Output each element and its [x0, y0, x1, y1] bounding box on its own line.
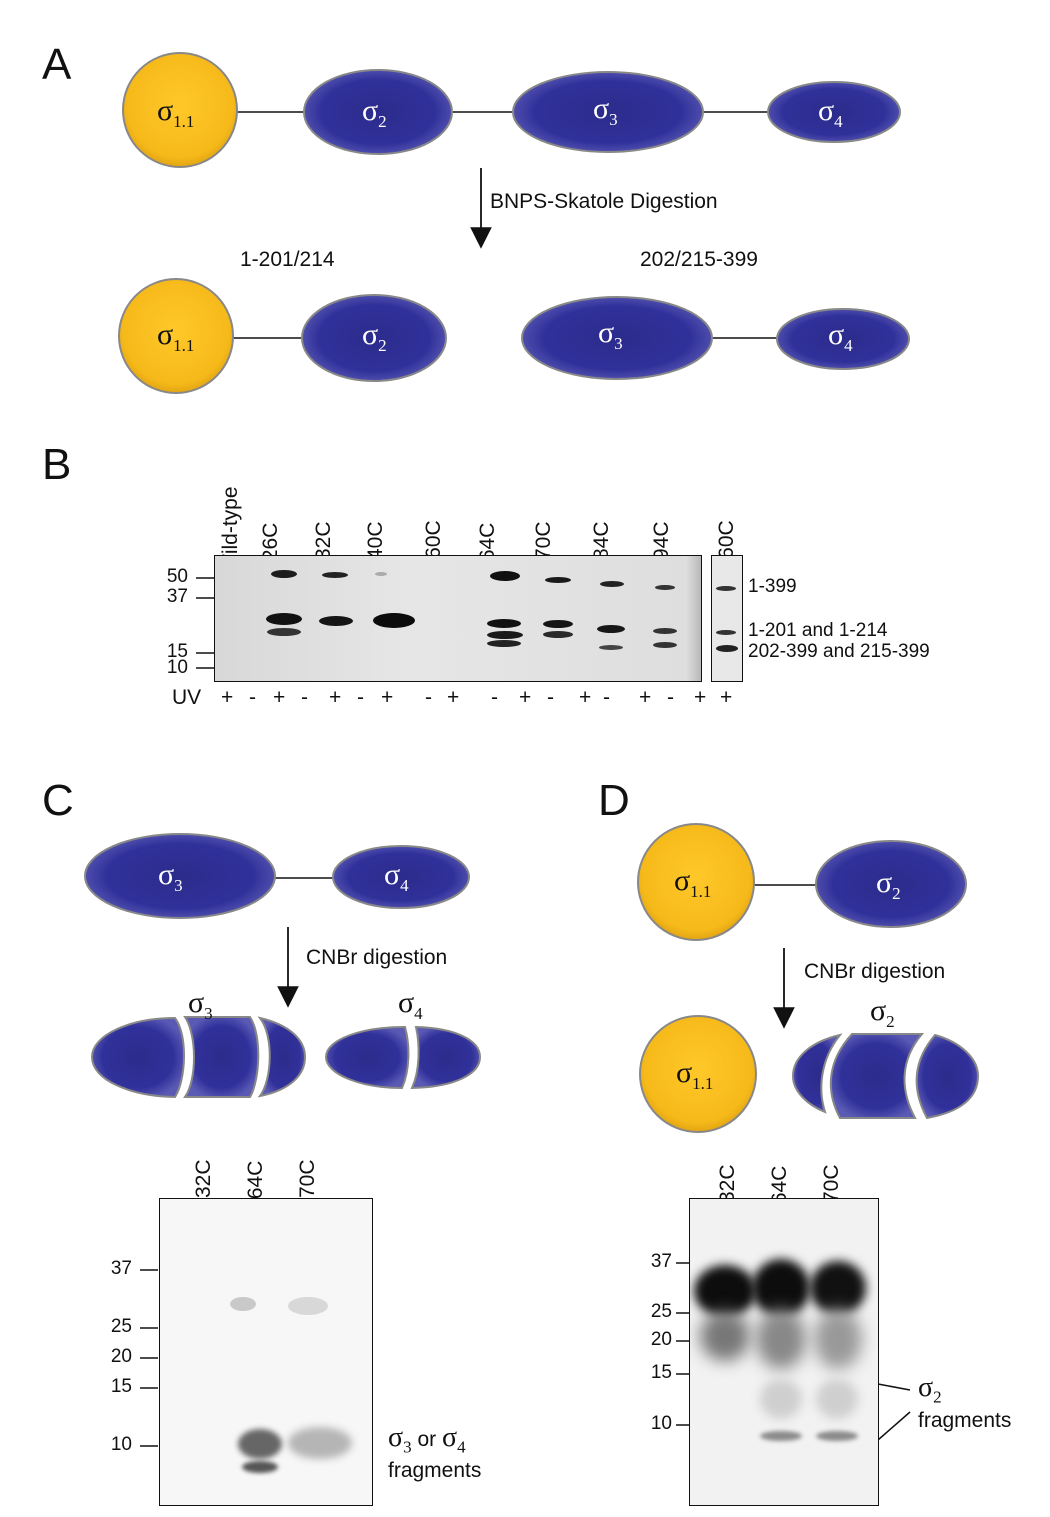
uv-sign: -	[547, 686, 554, 709]
uv-sign: +	[639, 686, 652, 709]
mw-d-37: 37	[650, 1251, 672, 1272]
sigma3-domain	[512, 71, 704, 153]
sigma4-domain	[767, 81, 901, 143]
label-c-sigma3-frag: σ3	[188, 986, 213, 1023]
uv-sign: +	[519, 686, 532, 709]
mw-c-15: 15	[110, 1376, 132, 1397]
uv-sign: +	[447, 686, 460, 709]
uv-sign: +	[381, 686, 394, 709]
cnbr-label-d: CNBr digestion	[804, 960, 946, 983]
label-c-sigma3: σ3	[158, 858, 183, 895]
label-d-sigma11-frag: σ1.1	[676, 1056, 714, 1093]
panel-label-b: B	[42, 440, 72, 489]
gel-c	[159, 1198, 373, 1506]
sigma-fragments-c: σ3 or σ4	[388, 1422, 466, 1457]
uv-sign: -	[357, 686, 364, 709]
cnbr-label-c: CNBr digestion	[306, 946, 448, 969]
bnps-digestion-label: BNPS-Skatole Digestion	[490, 190, 718, 213]
panel-a-full-protein	[122, 52, 901, 168]
uv-sign: -	[603, 686, 610, 709]
label-sigma2: σ2	[362, 94, 387, 131]
mw-d-10: 10	[650, 1413, 672, 1434]
label-sigma4-frag: σ4	[828, 318, 853, 355]
band-label-1-201: 1-201 and 1-214	[748, 620, 888, 641]
mw-d-25: 25	[650, 1301, 672, 1322]
fragment-right-label: 202/215-399	[640, 248, 758, 271]
panel-c-ticks	[140, 1269, 158, 1447]
sigma2-domain	[303, 69, 453, 155]
label-sigma11-frag: σ1.1	[157, 318, 195, 355]
gel-b	[214, 555, 702, 682]
gel-b-extra	[711, 555, 743, 682]
panel-c-fragments	[90, 1016, 482, 1099]
uv-sign: -	[425, 686, 432, 709]
mw-b-50: 50	[166, 566, 188, 587]
panel-a-fragments	[118, 278, 910, 394]
uv-sign: -	[491, 686, 498, 709]
uv-sign: -	[301, 686, 308, 709]
uv-sign: +	[221, 686, 234, 709]
sigma11-domain	[122, 52, 238, 168]
panel-c-protein	[84, 833, 470, 919]
mw-c-10: 10	[110, 1434, 132, 1455]
label-d-sigma11: σ1.1	[674, 864, 712, 901]
panel-d-protein	[637, 823, 967, 941]
fragments-d-label: fragments	[918, 1409, 1012, 1432]
uv-label: UV	[172, 686, 202, 709]
uv-sign: +	[273, 686, 286, 709]
label-sigma3: σ3	[593, 92, 618, 129]
uv-sign: -	[249, 686, 256, 709]
label-sigma2-frag: σ2	[362, 318, 387, 355]
panel-b-markers	[196, 577, 214, 669]
label-c-sigma4-frag: σ4	[398, 986, 423, 1023]
mw-c-37: 37	[110, 1258, 132, 1279]
label-sigma4: σ4	[818, 94, 843, 131]
label-d-sigma2-fragments: σ2	[918, 1372, 942, 1407]
mw-d-20: 20	[650, 1329, 672, 1350]
uv-sign: +	[329, 686, 342, 709]
label-sigma3-frag: σ3	[598, 316, 623, 353]
mw-c-25: 25	[110, 1316, 132, 1337]
label-d-sigma2: σ2	[876, 866, 901, 903]
fragment-left-label: 1-201/214	[240, 248, 335, 271]
label-c-sigma4: σ4	[384, 858, 409, 895]
panel-label-d: D	[598, 776, 630, 825]
label-sigma11: σ1.1	[157, 94, 195, 131]
band-label-202-399: 202-399 and 215-399	[748, 641, 930, 662]
fragments-c-label: fragments	[388, 1459, 482, 1482]
uv-sign: +	[694, 686, 707, 709]
mw-b-37: 37	[166, 586, 188, 607]
mw-b-15: 15	[166, 641, 188, 662]
panel-d-ticks	[676, 1262, 911, 1441]
panel-label-c: C	[42, 776, 74, 825]
mw-c-20: 20	[110, 1346, 132, 1367]
uv-sign: +	[579, 686, 592, 709]
panel-label-a: A	[42, 40, 72, 89]
band-label-1-399: 1-399	[748, 576, 797, 597]
mw-b-10: 10	[166, 657, 188, 678]
panel-d-fragments	[639, 1015, 980, 1133]
mw-d-15: 15	[650, 1362, 672, 1383]
uv-sign-extra: +	[720, 686, 733, 709]
label-d-sigma2-frag: σ2	[870, 994, 895, 1031]
uv-sign: -	[667, 686, 674, 709]
gel-d	[689, 1198, 879, 1506]
